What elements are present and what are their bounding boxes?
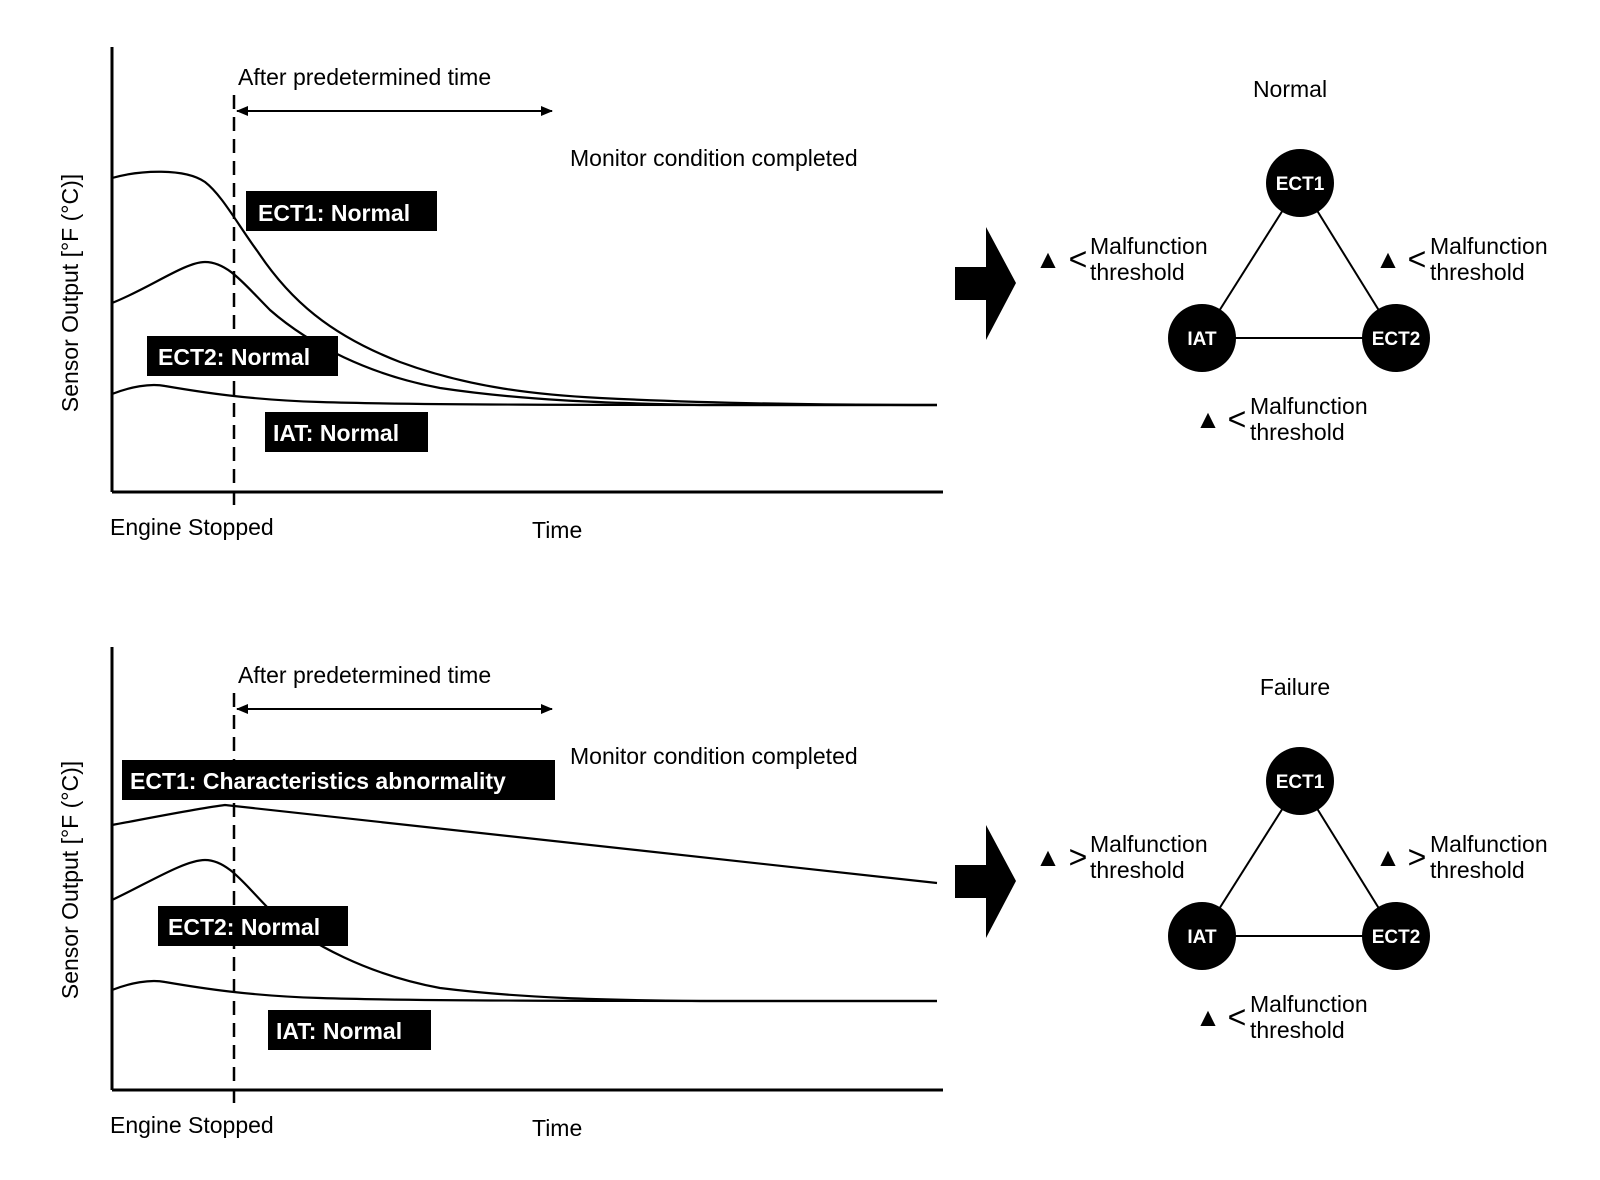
triangle-icon: ▲ <box>1195 404 1221 434</box>
ect2-label-box <box>158 906 348 946</box>
after-time-label: After predetermined time <box>238 64 491 90</box>
x-start-label: Engine Stopped <box>110 1112 274 1138</box>
comparator-symbol: < <box>1069 241 1088 277</box>
node-iat-label: IAT <box>1187 927 1217 948</box>
threshold-left: ▲ > Malfunction threshold <box>1035 831 1207 883</box>
graph-failure: Sensor Output [°F (°C)] Engine Stopped T… <box>57 647 943 1141</box>
node-ect2-label: ECT2 <box>1372 329 1421 350</box>
ect1-curve <box>111 170 938 407</box>
ect2-label: ECT2: Normal <box>158 344 310 370</box>
node-iat <box>1168 902 1236 970</box>
threshold-line2: threshold <box>1250 1017 1345 1043</box>
threshold-line1: Malfunction <box>1090 831 1208 857</box>
monitor-label: Monitor condition completed <box>570 743 858 769</box>
node-iat <box>1168 304 1236 372</box>
node-ect2 <box>1362 304 1430 372</box>
comparator-symbol: > <box>1069 839 1088 875</box>
ect1-label-box <box>246 191 437 231</box>
node-ect1 <box>1266 149 1334 217</box>
threshold-line1: Malfunction <box>1250 991 1368 1017</box>
threshold-line1: Malfunction <box>1430 831 1548 857</box>
threshold-line1: Malfunction <box>1090 233 1208 259</box>
threshold-bottom: ▲ < Malfunction threshold <box>1195 991 1367 1043</box>
sensor-triangle-failure: Failure ECT1 IAT ECT2 ▲ > Malfunction th… <box>1035 674 1547 1043</box>
iat-curve <box>111 383 938 407</box>
threshold-right: ▲ > Malfunction threshold <box>1375 831 1547 883</box>
threshold-line2: threshold <box>1090 259 1185 285</box>
x-start-label: Engine Stopped <box>110 514 274 540</box>
triangle-icon: ▲ <box>1035 244 1061 274</box>
threshold-line2: threshold <box>1090 857 1185 883</box>
threshold-line2: threshold <box>1430 857 1525 883</box>
right-arrow-icon <box>955 227 1016 340</box>
sensor-triangle-normal: Normal ECT1 IAT ECT2 ▲ < Malfunction thr… <box>1035 76 1547 445</box>
iat-label: IAT: Normal <box>273 420 399 446</box>
panel-normal: Sensor Output [°F (°C)] Engine Stopped T… <box>57 47 1548 543</box>
triangle-icon: ▲ <box>1195 1002 1221 1032</box>
ect2-curve <box>111 260 937 407</box>
node-ect1-label: ECT1 <box>1276 174 1325 195</box>
node-ect1 <box>1266 747 1334 815</box>
threshold-line1: Malfunction <box>1250 393 1368 419</box>
state-title: Failure <box>1260 674 1330 700</box>
threshold-line1: Malfunction <box>1430 233 1548 259</box>
comparator-symbol: < <box>1228 401 1247 437</box>
threshold-right: ▲ < Malfunction threshold <box>1375 233 1547 285</box>
ect2-label: ECT2: Normal <box>168 914 320 940</box>
y-axis-label: Sensor Output [°F (°C)] <box>57 174 83 412</box>
ect1-label-box <box>122 760 555 800</box>
threshold-line2: threshold <box>1250 419 1345 445</box>
iat-curve <box>111 979 938 1003</box>
node-ect2-label: ECT2 <box>1372 927 1421 948</box>
comparator-symbol: < <box>1408 241 1427 277</box>
panel-failure: Sensor Output [°F (°C)] Engine Stopped T… <box>57 647 1548 1141</box>
iat-label-box <box>265 412 428 452</box>
ect1-label: ECT1: Normal <box>258 200 410 226</box>
y-axis-label: Sensor Output [°F (°C)] <box>57 761 83 999</box>
after-time-label: After predetermined time <box>238 662 491 688</box>
node-ect2 <box>1362 902 1430 970</box>
ect1-curve <box>111 803 938 885</box>
node-iat-label: IAT <box>1187 329 1217 350</box>
triangle-icon: ▲ <box>1035 842 1061 872</box>
triangle-icon: ▲ <box>1375 244 1401 274</box>
comparator-symbol: > <box>1408 839 1427 875</box>
comparator-symbol: < <box>1228 999 1247 1035</box>
graph-normal: Sensor Output [°F (°C)] Engine Stopped T… <box>57 47 943 543</box>
ect2-label-box <box>147 336 338 376</box>
threshold-left: ▲ < Malfunction threshold <box>1035 233 1207 285</box>
right-arrow-icon <box>955 825 1016 938</box>
triangle-icon: ▲ <box>1375 842 1401 872</box>
monitor-label: Monitor condition completed <box>570 145 858 171</box>
ect1-label: ECT1: Characteristics abnormality <box>130 768 506 794</box>
state-title: Normal <box>1253 76 1327 102</box>
threshold-line2: threshold <box>1430 259 1525 285</box>
iat-label: IAT: Normal <box>276 1018 402 1044</box>
threshold-bottom: ▲ < Malfunction threshold <box>1195 393 1367 445</box>
node-ect1-label: ECT1 <box>1276 772 1325 793</box>
x-axis-label: Time <box>532 1115 582 1141</box>
iat-label-box <box>268 1010 431 1050</box>
x-axis-label: Time <box>532 517 582 543</box>
